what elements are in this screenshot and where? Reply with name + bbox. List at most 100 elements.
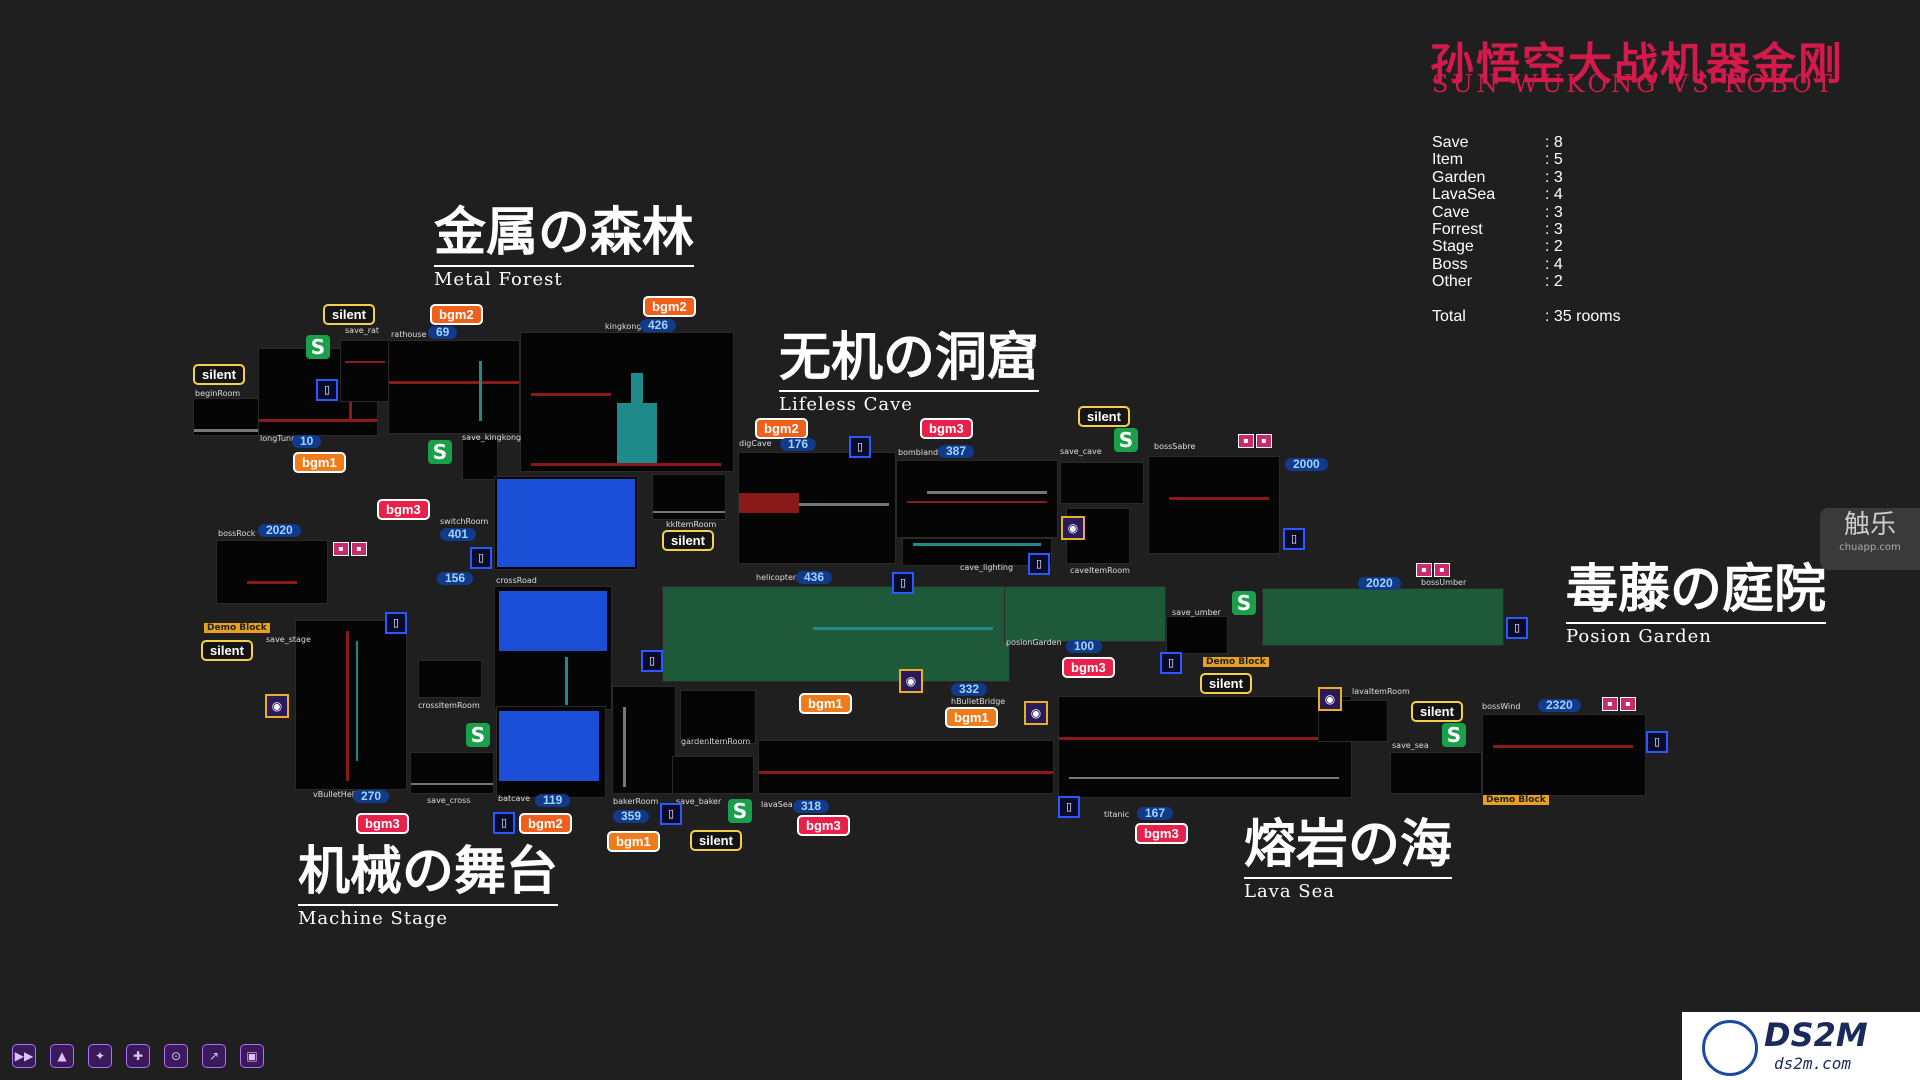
room-save_cave [1060, 462, 1144, 504]
room-label: helicopter [756, 573, 797, 582]
door-marker-icon: ▯ [1283, 528, 1305, 550]
save-point-icon: S [1442, 723, 1466, 747]
region-name-cn: 毒藤の庭院 [1566, 559, 1827, 620]
stat-value: : 4 [1545, 186, 1563, 204]
room-label: save_cave [1060, 447, 1102, 456]
stat-value: : 5 [1545, 151, 1563, 169]
room-bossUmber [1262, 588, 1504, 646]
dash-button[interactable]: ↗ [202, 1044, 226, 1068]
target-button[interactable]: ⊙ [164, 1044, 188, 1068]
room-label: bossRock [218, 529, 256, 538]
room-bossSabre [1148, 456, 1280, 554]
room-label: batcave [498, 794, 531, 803]
room-label: save_baker [676, 797, 722, 806]
room-save_umber [1166, 616, 1228, 654]
door-marker-icon: ▯ [1028, 553, 1050, 575]
game-title-chinese: 孙悟空大战机器金刚 [1430, 39, 1844, 90]
music-badge-silent: silent [201, 640, 253, 661]
magic-button[interactable]: ✦ [88, 1044, 112, 1068]
room-label: bossWind [1482, 702, 1521, 711]
room-cave_lighting [902, 538, 1052, 566]
room-value-pill: 401 [440, 528, 477, 541]
region-name-en: Lava Sea [1244, 877, 1453, 902]
room-label: hBulletBridge [951, 697, 1006, 706]
stat-value: : 3 [1545, 221, 1563, 239]
demo-block-tag: Demo Block [1483, 795, 1549, 805]
room-label: gardenItemRoom [681, 737, 751, 746]
chuapp-url: chuapp.com [1839, 542, 1901, 553]
music-badge-bgm3: bgm3 [920, 418, 973, 439]
stat-value: : 4 [1545, 255, 1563, 273]
ds2m-url: ds2m.com [1774, 1054, 1852, 1073]
stat-label: Cave [1432, 203, 1470, 221]
fast-forward-button[interactable]: ▶▶ [12, 1044, 36, 1068]
stat-label: Item [1432, 151, 1464, 169]
room-label: kkItemRoom [666, 520, 717, 529]
room-label: save_umber [1172, 608, 1221, 617]
add-button[interactable]: ✚ [126, 1044, 150, 1068]
room-label: longTunnel [260, 434, 304, 443]
stat-value: : 3 [1545, 168, 1563, 186]
door-marker-icon: ▯ [316, 379, 338, 401]
music-badge-bgm1: bgm1 [607, 831, 660, 852]
room-value-pill: 436 [796, 571, 833, 584]
music-badge-silent: silent [690, 830, 742, 851]
ds2m-watermark: DS2M ds2m.com [1682, 1012, 1920, 1080]
room-label: kingkong [605, 322, 642, 331]
room-label: save_stage [266, 635, 311, 644]
music-badge-bgm3: bgm3 [797, 815, 850, 836]
room-value-pill: 332 [951, 683, 988, 696]
special-item-icon: ◉ [1318, 687, 1342, 711]
room-label: beginRoom [195, 389, 241, 398]
door-marker-icon: ▯ [660, 803, 682, 825]
ds2m-logo-icon [1702, 1020, 1758, 1076]
music-badge-bgm3: bgm3 [356, 813, 409, 834]
map-button[interactable]: ▣ [240, 1044, 264, 1068]
stat-value: : 2 [1545, 238, 1563, 256]
music-badge-bgm2: bgm2 [643, 296, 696, 317]
room-label: save_cross [427, 796, 471, 805]
room-label: lavaItemRoom [1352, 687, 1410, 696]
room-value-pill: 270 [353, 790, 390, 803]
room-kkItemRoom [652, 474, 726, 520]
door-marker-icon: ▯ [385, 612, 407, 634]
jump-button[interactable]: ▲ [50, 1044, 74, 1068]
room-batcave [496, 706, 606, 798]
stat-total-label: Total [1432, 307, 1466, 325]
music-badge-bgm3: bgm3 [377, 499, 430, 520]
stat-value: : 3 [1545, 203, 1563, 221]
region-title-lifeless-cave: 无机の洞窟 Lifeless Cave [779, 327, 1040, 415]
stat-value: : 8 [1545, 134, 1563, 151]
music-badge-bgm2: bgm2 [430, 304, 483, 325]
special-item-icon: ◉ [1061, 516, 1085, 540]
music-badge-silent: silent [662, 530, 714, 551]
room-value-pill: 176 [780, 438, 817, 451]
stat-label: Other [1432, 273, 1473, 291]
boss-marker-icons: ▪▪ [1416, 563, 1450, 577]
room-label: posionGarden [1006, 638, 1062, 647]
boss-marker-icons: ▪▪ [1238, 434, 1272, 448]
room-helicopter [662, 586, 1010, 682]
room-save_cross [410, 752, 494, 794]
room-label: caveItemRoom [1070, 566, 1130, 575]
door-marker-icon: ▯ [1160, 652, 1182, 674]
music-badge-bgm3: bgm3 [1062, 657, 1115, 678]
room-crossItemRoom [418, 660, 482, 698]
region-name-cn: 无机の洞窟 [779, 327, 1040, 388]
room-crossRoad [494, 586, 612, 710]
room-label: bombland [898, 448, 939, 457]
stat-label: Boss [1432, 255, 1468, 273]
room-label: save_kingkong [462, 433, 522, 442]
region-name-cn: 机械の舞台 [298, 841, 559, 902]
boss-marker-icons: ▪▪ [1602, 697, 1636, 711]
special-item-icon: ◉ [899, 669, 923, 693]
room-value-pill: 2020 [258, 524, 301, 537]
door-marker-icon: ▯ [470, 547, 492, 569]
door-marker-icon: ▯ [641, 650, 663, 672]
room-save_rat [340, 340, 392, 402]
boss-marker-icons: ▪▪ [333, 542, 367, 556]
region-title-machine-stage: 机械の舞台 Machine Stage [298, 841, 559, 929]
room-save_sea [1390, 752, 1482, 794]
room-value-pill: 2320 [1538, 699, 1581, 712]
room-label: cave_lighting [960, 563, 1014, 572]
